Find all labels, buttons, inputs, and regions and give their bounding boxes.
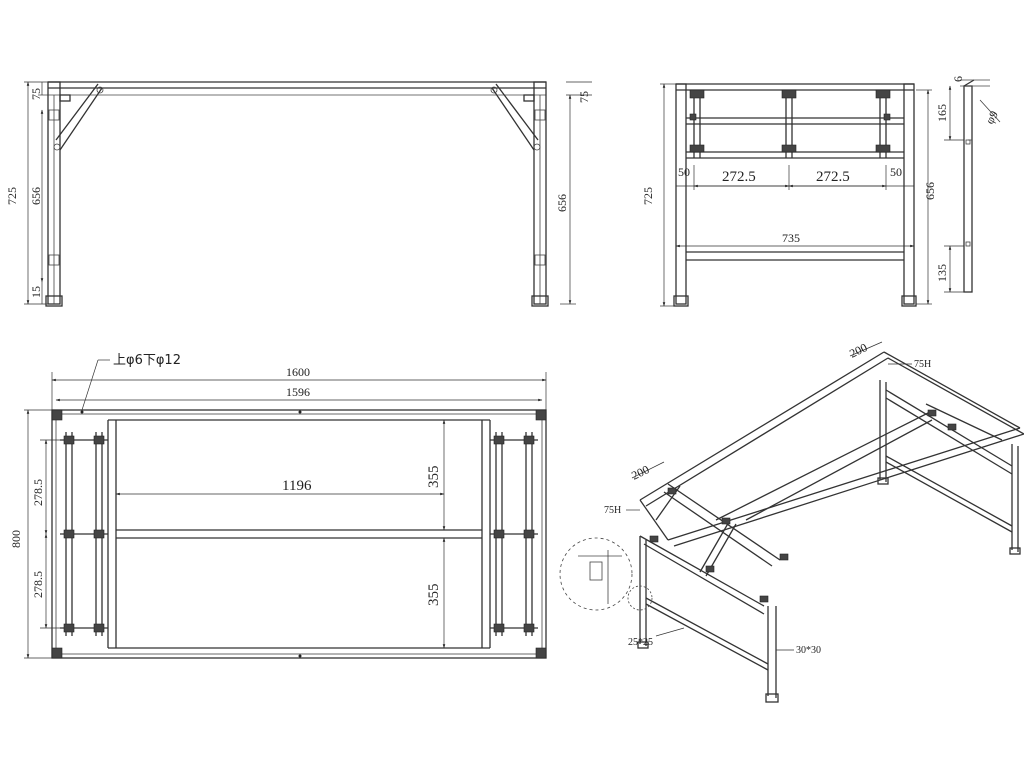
dim-side-width: 735 xyxy=(782,231,800,245)
dim-front-top-left: 75 xyxy=(29,88,43,100)
dim-front-top-right: 75 xyxy=(577,91,591,103)
dim-top-width: 800 xyxy=(9,530,23,548)
dim-top-bay-lower: 355 xyxy=(426,584,442,607)
dim-side-span-right: 272.5 xyxy=(816,169,850,185)
dim-leg-lower: 135 xyxy=(935,264,949,282)
dim-side-edge-right: 50 xyxy=(890,165,902,179)
dim-side-span-left: 272.5 xyxy=(722,169,756,185)
dim-top-span: 1196 xyxy=(282,478,312,494)
label-iso-height-front: 75H xyxy=(604,505,621,516)
dim-iso-width-back: 200 xyxy=(847,340,869,360)
label-iso-height-back: 75H xyxy=(914,359,931,370)
dim-top-rail-upper: 278.5 xyxy=(31,479,45,506)
dim-top-bay-upper: 355 xyxy=(426,466,442,489)
dim-leg-top: 6 xyxy=(951,76,965,82)
dim-top-rail-lower: 278.5 xyxy=(31,571,45,598)
top-view: 上φ6下φ12 1600 1596 1196 800 278.5 278.5 3… xyxy=(9,353,547,659)
front-view: 725 656 15 75 75 656 xyxy=(5,81,592,307)
label-iso-tube-large: 30*30 xyxy=(796,645,821,656)
dim-front-frame-height: 656 xyxy=(29,187,43,205)
leg-detail: 6 φ9 165 135 xyxy=(935,76,1001,293)
note-hole-spec: 上φ6下φ12 xyxy=(113,353,181,368)
side-view: 725 50 272.5 272.5 50 735 656 xyxy=(641,83,937,307)
dim-side-total-height: 725 xyxy=(641,187,655,205)
dim-front-frame-height-right: 656 xyxy=(555,194,569,212)
dim-side-frame-height: 656 xyxy=(923,182,937,200)
dim-iso-width-front: 200 xyxy=(629,462,651,482)
iso-view: 200 200 75H 75H 25*25 30*30 xyxy=(559,340,1024,703)
dim-side-edge-left: 50 xyxy=(678,165,690,179)
dim-leg-diameter: φ9 xyxy=(982,108,1001,126)
dim-top-length: 1600 xyxy=(286,365,310,379)
label-iso-tube-small: 25*25 xyxy=(628,637,653,648)
dim-front-foot-height: 15 xyxy=(29,286,43,298)
dim-front-total-height: 725 xyxy=(5,187,19,205)
dim-leg-upper: 165 xyxy=(935,104,949,122)
dim-top-inner-length: 1596 xyxy=(286,385,310,399)
